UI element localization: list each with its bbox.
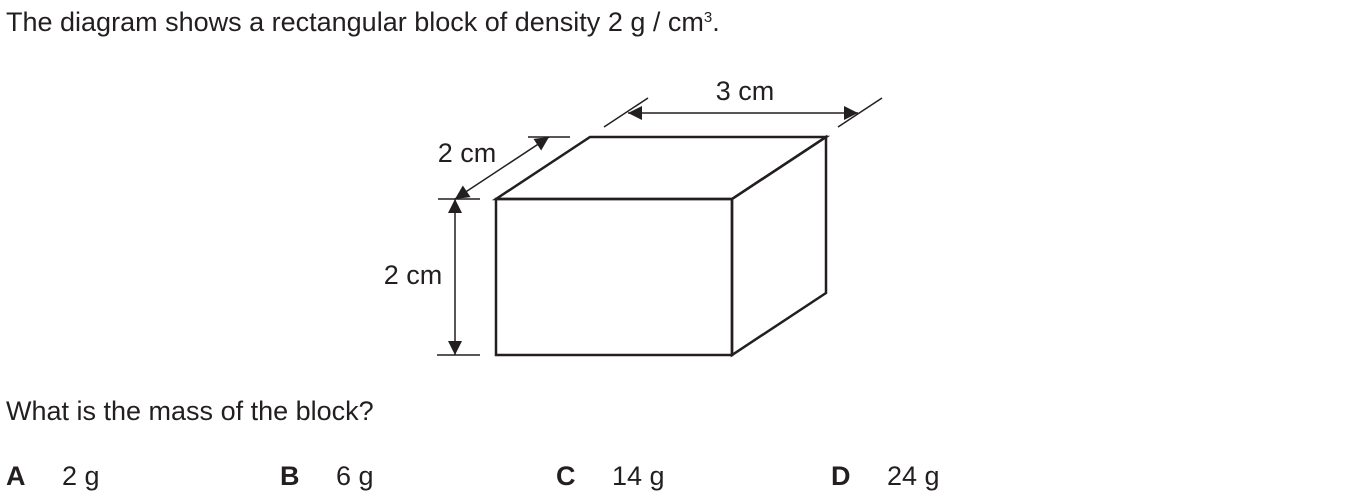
question-intro: The diagram shows a rectangular block of… (6, 7, 608, 37)
option-a[interactable]: A 2 g (6, 458, 100, 494)
option-d[interactable]: D 24 g (831, 458, 940, 494)
block-side-face (730, 134, 828, 358)
option-b-letter: B (280, 461, 300, 491)
option-a-value: 2 g (62, 461, 100, 491)
length-extension-right (837, 97, 883, 128)
prompt-text: What is the mass of the block? (6, 396, 374, 426)
option-d-value: 24 g (887, 461, 940, 491)
block-top-face (491, 135, 831, 201)
depth-label: 2 cm (438, 138, 497, 168)
option-c-value: 14 g (612, 461, 665, 491)
question-text: The diagram shows a rectangular block of… (6, 4, 720, 40)
density-exponent: 3 (703, 9, 713, 26)
block-front-face (494, 197, 734, 357)
option-c[interactable]: C 14 g (556, 458, 665, 494)
option-a-letter: A (6, 461, 26, 491)
option-b[interactable]: B 6 g (280, 458, 374, 494)
option-b-value: 6 g (336, 461, 374, 491)
length-extension-left (603, 97, 649, 128)
density-value: 2 g / cm (607, 7, 704, 37)
length-dimension (603, 97, 883, 128)
depth-arrow (454, 136, 550, 200)
question-intro-end: . (712, 7, 720, 37)
option-c-letter: C (556, 461, 576, 491)
height-label: 2 cm (384, 260, 443, 290)
option-d-letter: D (831, 461, 851, 491)
length-label: 3 cm (716, 76, 775, 106)
height-dimension (437, 199, 480, 356)
rectangular-block (491, 134, 831, 358)
